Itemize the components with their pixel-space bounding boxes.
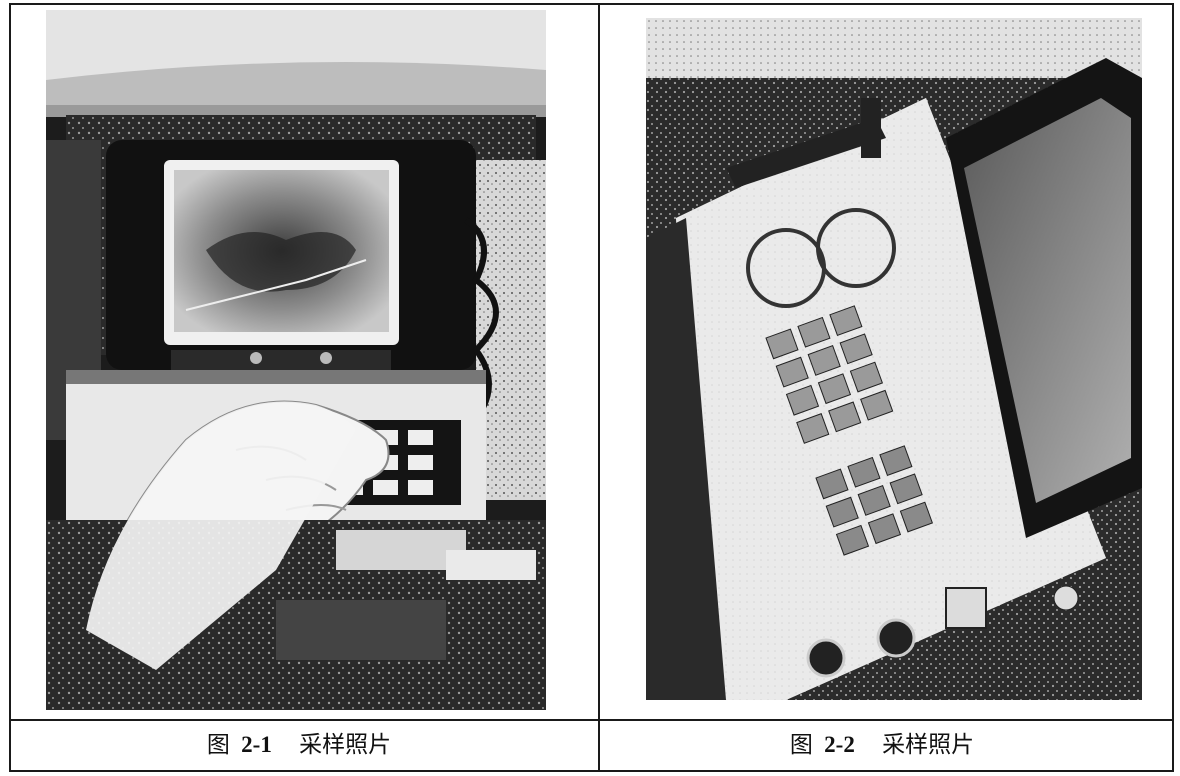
caption-number: 2-1 (241, 732, 272, 757)
sample-photo-1 (46, 10, 546, 710)
table-divider-horizontal (11, 719, 1172, 721)
figure-table (9, 3, 1174, 772)
sample-photo-2 (646, 18, 1142, 700)
photo-1-drawing (46, 10, 546, 710)
keypad-2-upper (765, 305, 894, 444)
caption-prefix: 图 (206, 732, 230, 758)
figure-caption-2: 图 2-2 采样照片 (592, 727, 1172, 763)
caption-number: 2-2 (824, 732, 855, 757)
photo-2-drawing (646, 18, 1142, 700)
table-divider-vertical (598, 5, 600, 770)
keypad-2-lower (815, 445, 934, 556)
caption-title: 采样照片 (882, 732, 975, 758)
caption-prefix: 图 (789, 732, 813, 758)
figure-caption-1: 图 2-1 采样照片 (12, 727, 586, 763)
caption-title: 采样照片 (299, 732, 392, 758)
